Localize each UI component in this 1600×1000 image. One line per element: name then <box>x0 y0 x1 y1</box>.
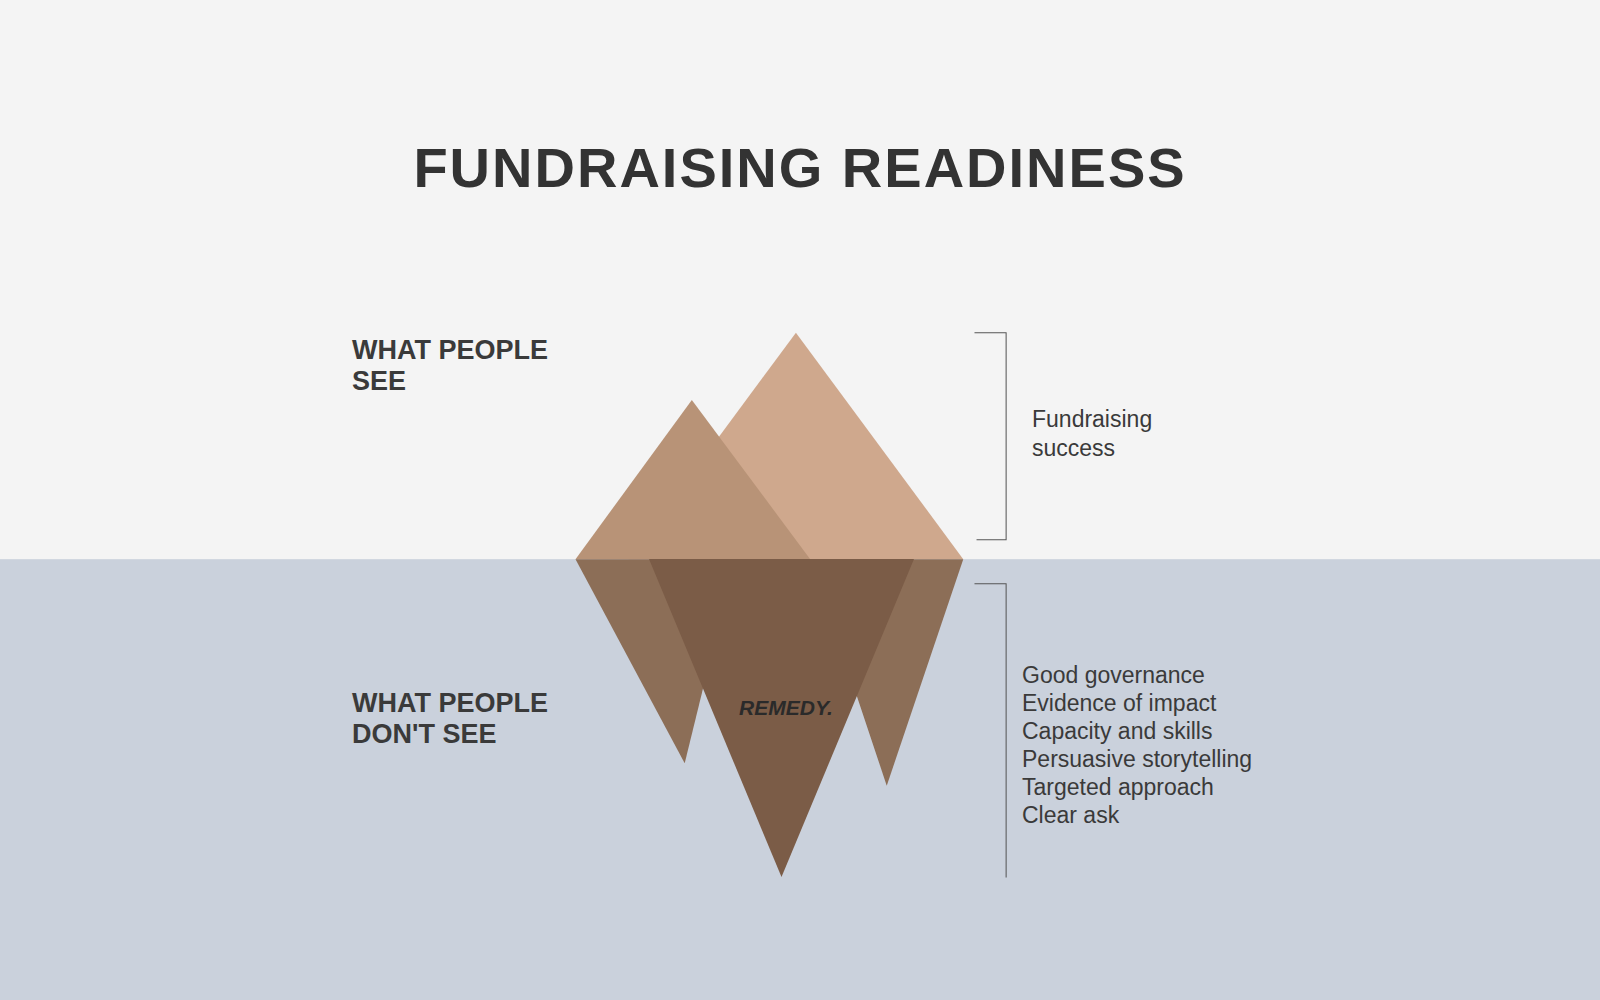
iceberg-peak-left <box>576 400 811 559</box>
list-item: Capacity and skills <box>1022 717 1342 745</box>
list-item: Good governance <box>1022 661 1342 689</box>
bracket-top <box>974 333 1006 540</box>
callout-text: Fundraising success <box>1032 405 1182 463</box>
water-band <box>0 559 1600 1000</box>
list-item: Evidence of impact <box>1022 689 1342 717</box>
list-item: Clear ask <box>1022 801 1342 829</box>
bracket-bottom <box>974 584 1006 878</box>
list-item: Persuasive storytelling <box>1022 745 1342 773</box>
diagram-title: FUNDRAISING READINESS <box>0 133 1600 203</box>
section-heading: WHAT PEOPLE DON'T SEE <box>352 688 632 750</box>
section-heading: WHAT PEOPLE SEE <box>352 335 552 397</box>
iceberg-label: REMEDY. <box>739 695 833 721</box>
triangle-fill <box>649 559 914 877</box>
iceberg-core: REMEDY. <box>649 559 914 877</box>
list-item: Targeted approach <box>1022 773 1342 801</box>
